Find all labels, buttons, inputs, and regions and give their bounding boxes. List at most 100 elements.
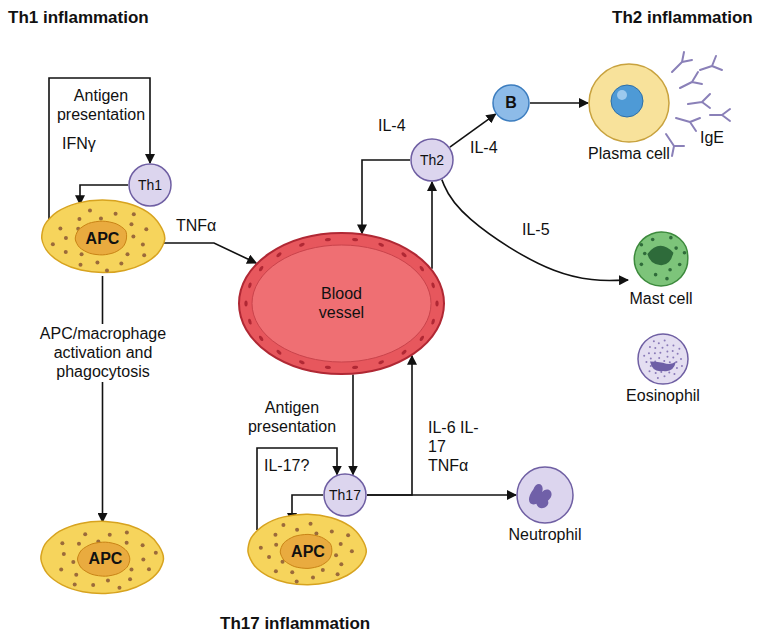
section-title: Th1 inflammation <box>8 8 149 28</box>
granule <box>281 523 285 527</box>
endothelial-nucleus <box>435 301 438 307</box>
granule <box>334 553 338 557</box>
ige-antibody <box>710 109 730 121</box>
granule <box>74 573 78 577</box>
endothelial-nucleus <box>258 265 264 272</box>
granule <box>674 246 678 250</box>
granule <box>655 372 657 374</box>
mast-nucleus <box>647 246 673 265</box>
granule <box>673 373 675 375</box>
endothelial-nucleus <box>352 238 358 242</box>
granule <box>653 340 655 342</box>
vessel-node: Blood vessel <box>238 232 445 375</box>
bcell-node: B <box>490 84 532 122</box>
endothelial-nucleus <box>325 365 331 369</box>
granule <box>640 243 644 247</box>
granule <box>658 357 660 359</box>
granule <box>640 263 644 267</box>
granule <box>295 528 299 532</box>
cell-label: Th1 <box>128 163 172 207</box>
granule <box>295 580 299 584</box>
granule <box>339 542 343 546</box>
ige-antibody <box>672 52 692 72</box>
apc-node: APC <box>33 198 172 280</box>
endothelial-nucleus <box>419 265 425 272</box>
granule <box>654 352 656 354</box>
granule <box>309 522 313 526</box>
cell-label: Mast cell <box>627 290 694 308</box>
granule <box>658 342 660 344</box>
granule <box>141 242 145 246</box>
granule <box>147 567 151 571</box>
granule <box>668 268 672 272</box>
granule <box>154 551 158 555</box>
t-cell-outline <box>129 164 171 206</box>
neutrophil-outline <box>517 467 573 523</box>
granule <box>106 578 110 582</box>
granule <box>654 347 656 349</box>
granule <box>672 350 674 352</box>
granule <box>651 238 655 242</box>
endothelial-nucleus <box>401 349 408 355</box>
granule <box>645 361 647 363</box>
cell-label: Eosinophil <box>624 387 702 405</box>
granule <box>336 572 340 576</box>
granule <box>141 557 145 561</box>
granule <box>274 543 278 547</box>
granule <box>678 348 680 350</box>
endothelial-nucleus <box>378 359 385 364</box>
endothelial-nucleus <box>352 365 358 369</box>
arrow-connector <box>362 160 410 233</box>
granule <box>142 253 146 257</box>
ige-antibody <box>700 56 722 70</box>
neutrophil-nucleus <box>529 484 552 508</box>
granule <box>643 252 647 256</box>
cell-shape <box>637 333 689 385</box>
granule <box>657 377 659 379</box>
arrow-connector <box>102 276 104 522</box>
granule <box>672 344 674 346</box>
granule <box>330 530 334 534</box>
b-cell-outline <box>493 85 529 121</box>
cell-outline <box>634 232 687 286</box>
cell-label: Plasma cell <box>586 145 672 163</box>
cell-node: Th1 <box>126 163 174 207</box>
granule <box>71 560 75 564</box>
endothelial-nucleus <box>276 252 283 258</box>
granule <box>126 252 130 256</box>
endothelial-nucleus <box>244 301 247 307</box>
granule <box>131 234 135 238</box>
neut-node: Neutrophil <box>507 466 584 544</box>
arrow-connector <box>352 375 354 475</box>
granule <box>664 340 666 342</box>
nucleus-shine <box>617 90 627 100</box>
endothelial-nucleus <box>325 238 331 242</box>
cell-shape <box>588 63 670 143</box>
granule <box>80 252 84 256</box>
edge-label: TNFα <box>176 216 226 235</box>
granule <box>60 541 64 545</box>
t-cell-outline <box>324 474 366 516</box>
granule <box>129 567 133 571</box>
granule <box>663 360 665 362</box>
granule <box>274 569 278 573</box>
endothelial-nucleus <box>431 282 436 289</box>
granule <box>88 209 92 213</box>
granule <box>678 263 682 267</box>
cell-label: B <box>492 84 530 122</box>
granule <box>108 533 112 537</box>
granule <box>132 212 136 216</box>
endothelial-nucleus <box>431 318 436 325</box>
arrow-connector <box>530 102 588 104</box>
granule <box>649 346 651 348</box>
cell-shape <box>630 226 692 288</box>
granule <box>95 261 99 265</box>
granule <box>144 227 148 231</box>
granule <box>339 562 343 566</box>
edge-label: IL-5 <box>522 220 562 239</box>
granule <box>677 353 679 355</box>
apc-node: APC <box>36 518 175 600</box>
granule <box>64 250 68 254</box>
granule <box>676 367 678 369</box>
granule <box>672 357 674 359</box>
